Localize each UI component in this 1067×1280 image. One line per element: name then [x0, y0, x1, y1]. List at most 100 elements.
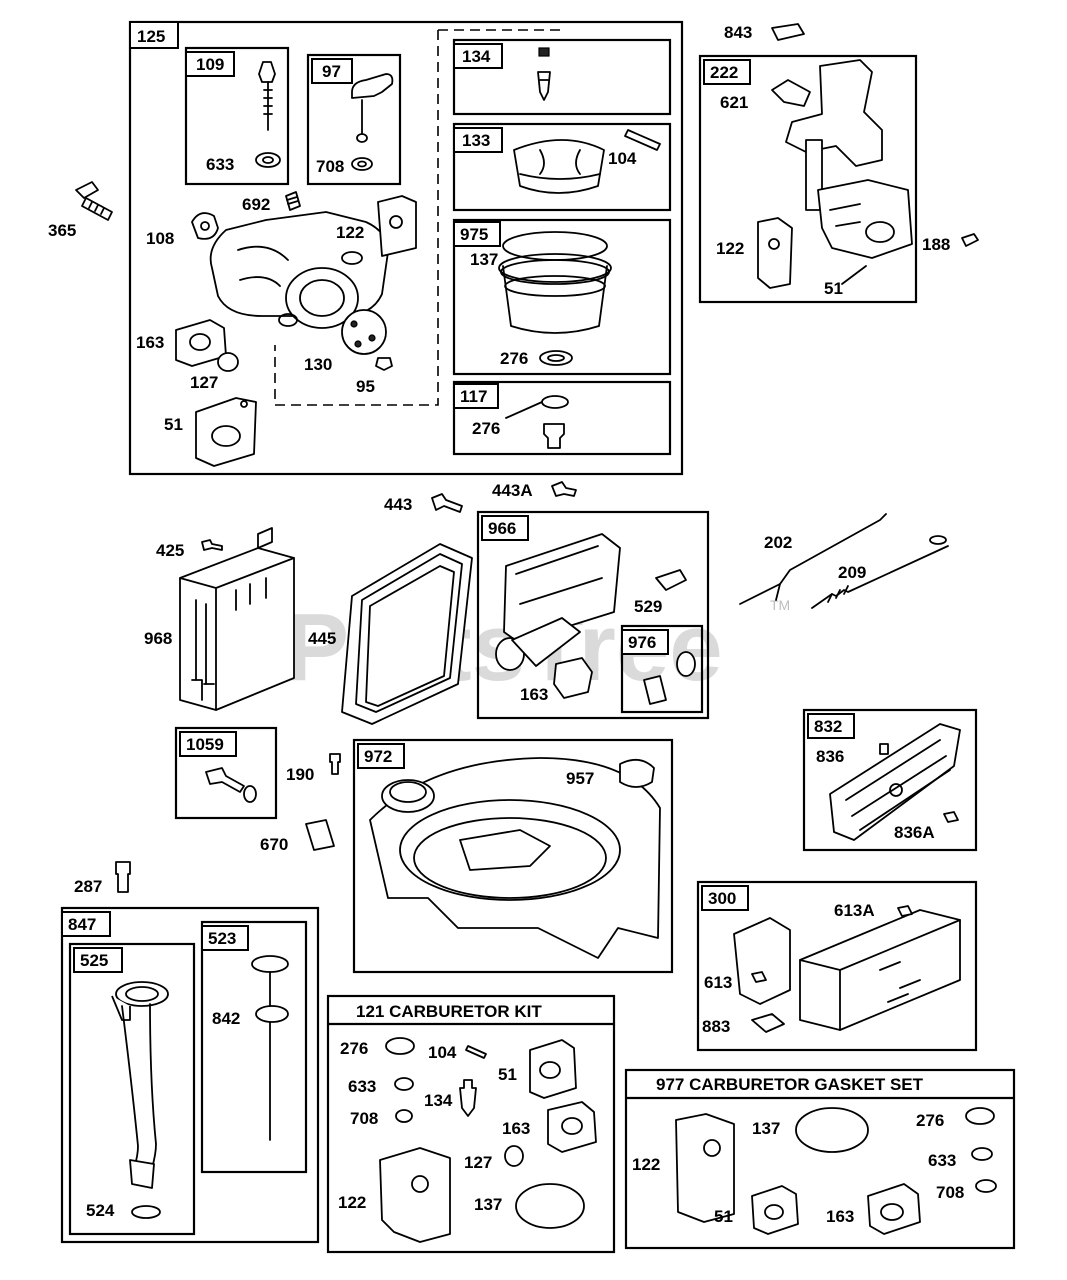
part-188 [961, 233, 979, 247]
callout-692: 692 [242, 195, 270, 214]
callout-836: 836 [816, 747, 844, 766]
callout-529: 529 [634, 597, 662, 616]
callout-843: 843 [724, 23, 752, 42]
group-97[interactable]: 97 708 [306, 53, 402, 186]
group-1059-label: 1059 [186, 735, 224, 754]
callout-443: 443 [384, 495, 412, 514]
group-972[interactable]: 972 957 [352, 738, 674, 974]
group-966[interactable]: 966 529 163 976 [476, 510, 710, 720]
part-443 [431, 493, 463, 513]
parts-202-209 [739, 513, 949, 609]
callout-633: 633 [206, 155, 234, 174]
callout-122b: 122 [716, 239, 744, 258]
callout-104: 104 [608, 149, 637, 168]
callout-968: 968 [144, 629, 172, 648]
kit-977[interactable]: 977 CARBURETOR GASKET SET 122 137 276 63… [624, 1068, 1016, 1250]
group-972-label: 972 [364, 747, 392, 766]
group-975[interactable]: 975 137 276 [452, 218, 672, 376]
kit-callout-708: 708 [350, 1109, 378, 1128]
callout-188: 188 [922, 235, 950, 254]
set-callout-137: 137 [752, 1119, 780, 1138]
callout-621: 621 [720, 93, 748, 112]
callout-51: 51 [164, 415, 183, 434]
part-968 [179, 527, 295, 711]
part-287 [115, 861, 131, 893]
callout-163: 163 [136, 333, 164, 352]
callout-670: 670 [260, 835, 288, 854]
callout-276b: 276 [472, 419, 500, 438]
group-525-label: 525 [80, 951, 108, 970]
group-300[interactable]: 300 613A 613 883 [696, 880, 978, 1052]
callout-209: 209 [838, 563, 866, 582]
callout-190: 190 [286, 765, 314, 784]
group-117[interactable]: 117 276 [452, 380, 672, 456]
callout-708: 708 [316, 157, 344, 176]
carburetor-body [209, 211, 389, 329]
group-832-label: 832 [814, 717, 842, 736]
group-117-label: 117 [460, 387, 487, 406]
callout-202: 202 [764, 533, 792, 552]
set-callout-163: 163 [826, 1207, 854, 1226]
group-97-label: 97 [322, 62, 341, 81]
part-670 [305, 819, 335, 851]
kit-977-title: 977 CARBURETOR GASKET SET [656, 1075, 924, 1094]
kit-callout-134: 134 [424, 1091, 453, 1110]
callout-883: 883 [702, 1017, 730, 1036]
group-976[interactable]: 976 [620, 624, 704, 714]
group-125[interactable]: 125 109 633 97 708 [128, 20, 684, 476]
callout-365: 365 [48, 221, 76, 240]
group-975-label: 975 [460, 225, 488, 244]
kit-121-title: 121 CARBURETOR KIT [356, 1002, 542, 1021]
kit-callout-51: 51 [498, 1065, 517, 1084]
callout-445: 445 [308, 629, 336, 648]
group-222[interactable]: 222 621 122 51 [698, 54, 918, 304]
group-125-label: 125 [137, 27, 165, 46]
callout-957: 957 [566, 769, 594, 788]
set-callout-708: 708 [936, 1183, 964, 1202]
kit-callout-163: 163 [502, 1119, 530, 1138]
callout-51b: 51 [824, 279, 843, 298]
callout-425: 425 [156, 541, 184, 560]
callout-613A: 613A [834, 901, 875, 920]
kit-callout-122: 122 [338, 1193, 366, 1212]
group-109-label: 109 [196, 55, 224, 74]
set-callout-633: 633 [928, 1151, 956, 1170]
callout-842: 842 [212, 1009, 240, 1028]
callout-443A: 443A [492, 481, 533, 500]
kit-callout-104: 104 [428, 1043, 457, 1062]
callout-95: 95 [356, 377, 375, 396]
group-847-label: 847 [68, 915, 96, 934]
group-134-label: 134 [462, 47, 491, 66]
callout-836A: 836A [894, 823, 935, 842]
callout-130: 130 [304, 355, 332, 374]
group-832[interactable]: 832 836 836A [802, 708, 978, 852]
part-843 [771, 23, 805, 41]
watermark-tm: TM [770, 597, 790, 613]
group-109[interactable]: 109 633 [184, 46, 290, 186]
group-847[interactable]: 847 525 524 523 842 [60, 906, 320, 1244]
callout-108: 108 [146, 229, 174, 248]
group-976-label: 976 [628, 633, 656, 652]
callout-163b: 163 [520, 685, 548, 704]
part-190 [329, 753, 341, 775]
group-134[interactable]: 134 [452, 38, 672, 116]
callout-524: 524 [86, 1201, 115, 1220]
kit-callout-276: 276 [340, 1039, 368, 1058]
set-callout-276: 276 [916, 1111, 944, 1130]
set-callout-51: 51 [714, 1207, 733, 1226]
group-525[interactable]: 525 524 [68, 942, 196, 1236]
part-425 [201, 539, 223, 551]
part-445 [341, 543, 473, 725]
callout-613: 613 [704, 973, 732, 992]
callout-137: 137 [470, 250, 498, 269]
group-523[interactable]: 523 842 [200, 920, 308, 1174]
callout-122a: 122 [336, 223, 364, 242]
group-222-label: 222 [710, 63, 738, 82]
group-1059[interactable]: 1059 [174, 726, 278, 820]
callout-276: 276 [500, 349, 528, 368]
group-133-label: 133 [462, 131, 490, 150]
kit-callout-127: 127 [464, 1153, 492, 1172]
set-callout-122: 122 [632, 1155, 660, 1174]
group-133[interactable]: 133 104 [452, 122, 672, 212]
kit-121[interactable]: 121 CARBURETOR KIT 276 104 633 51 708 13… [326, 994, 616, 1254]
